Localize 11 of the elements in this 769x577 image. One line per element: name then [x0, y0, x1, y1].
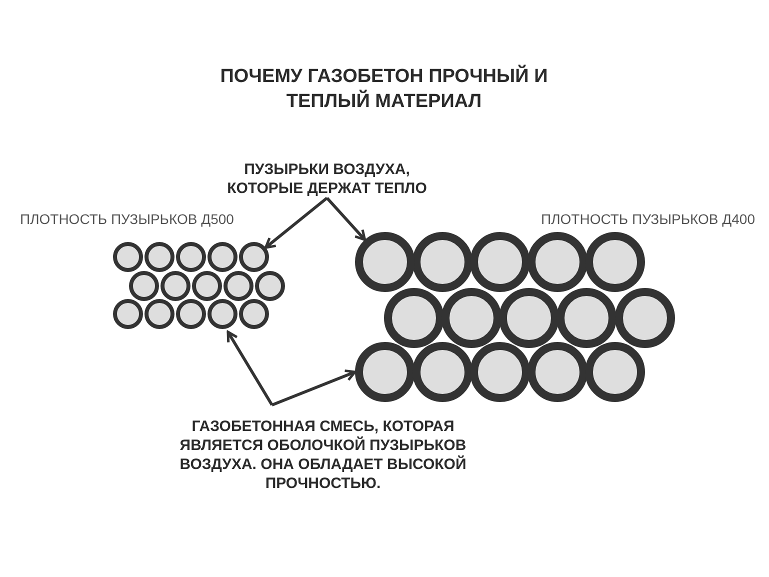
arrow	[226, 330, 274, 406]
arrow	[264, 196, 328, 249]
density-label: ПЛОТНОСТЬ ПУЗЫРЬКОВ Д400	[540, 210, 755, 228]
callout-text: ГАЗОБЕТОННАЯ СМЕСЬ, КОТОРАЯ ЯВЛЯЕТСЯ ОБОЛОЧКОЙ ПУЗЫРЬКОВ ВОЗДУХА. ОНА ОБЛАДАЕТ ВЫСОКОЙ ПРОЧНОСТЬЮ.	[178, 417, 468, 493]
title: ПОЧЕМУ ГАЗОБЕТОН ПРОЧНЫЙ И ТЕПЛЫЙ МАТЕРИАЛ	[219, 64, 549, 114]
callout-text: ПУЗЫРЬКИ ВОЗДУХА, КОТОРЫЕ ДЕРЖАТ ТЕПЛО	[226, 160, 428, 198]
arrow	[326, 197, 366, 242]
arrow	[271, 369, 356, 406]
density-label: ПЛОТНОСТЬ ПУЗЫРЬКОВ Д500	[20, 210, 235, 228]
air-bubble	[239, 242, 269, 272]
air-bubble	[355, 232, 415, 292]
